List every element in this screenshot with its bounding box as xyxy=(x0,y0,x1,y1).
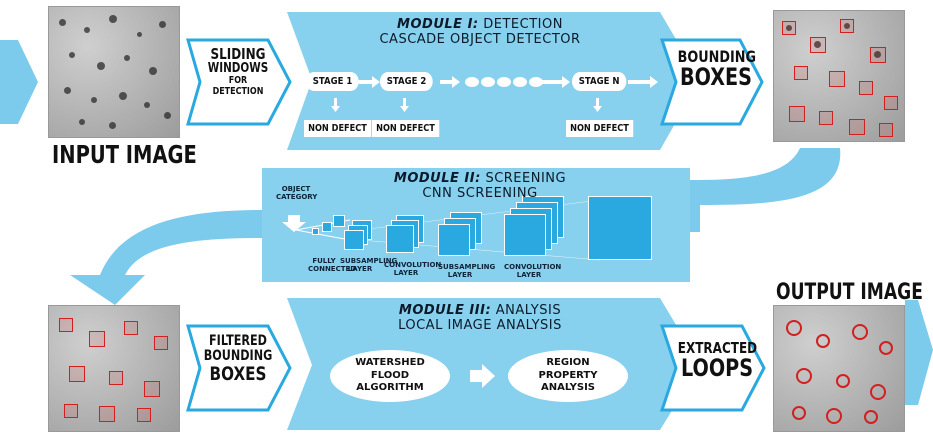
stage-arrow-1 xyxy=(358,76,380,88)
stage-arrow-4 xyxy=(628,76,658,88)
filtered-boxes-label: FILTERED BOUNDING BOXES xyxy=(194,333,282,386)
convolution-layer-2-label: CONVOLUTION LAYER xyxy=(504,263,562,279)
module3-title-bold: MODULE III: xyxy=(398,303,492,318)
non-defect-2: NON DEFECT xyxy=(372,120,439,137)
stage-2: STAGE 2 xyxy=(380,72,434,91)
sliding-line3: FOR DETECTION xyxy=(212,75,264,98)
bounding-line2: BOXES xyxy=(679,63,753,92)
cnn-conv1-c xyxy=(386,225,414,253)
curve-arrow-right xyxy=(640,148,841,232)
bounding-boxes-image xyxy=(773,10,905,142)
sliding-line1: SLIDING xyxy=(210,45,266,63)
convolution-layer-1-label: CONVOLUTION LAYER xyxy=(384,261,442,277)
filtered-line3: BOXES xyxy=(209,363,267,386)
fully-connected-label: FULLY CONNECTED xyxy=(308,257,357,273)
sliding-line2: WINDOWS xyxy=(207,61,269,77)
bounding-arrow xyxy=(659,38,764,126)
output-image-caption: OUTPUT IMAGE xyxy=(776,280,923,305)
module1-subtitle: CASCADE OBJECT DETECTOR xyxy=(379,31,581,47)
non-defect-1: NON DEFECT xyxy=(304,120,371,137)
extracted-line1: EXTRACTED xyxy=(677,339,758,357)
stage-1: STAGE 1 xyxy=(306,72,360,91)
extracted-line2: LOOPS xyxy=(680,354,754,383)
subsampling-layer-2-label: SUBSAMPLING LAYER xyxy=(438,263,496,279)
watershed-flood-algorithm: WATERSHED FLOOD ALGORITHM xyxy=(330,350,450,402)
module2-title: MODULE II: SCREENING CNN SCREENING xyxy=(330,171,630,202)
module2-title-bold: MODULE II: xyxy=(393,171,481,186)
curve-arrow-left xyxy=(70,210,262,305)
cnn-sub2-c xyxy=(438,224,470,256)
input-image-caption: INPUT IMAGE xyxy=(52,140,197,169)
stage-dots xyxy=(465,77,543,87)
module1-title: MODULE I: DETECTION CASCADE OBJECT DETEC… xyxy=(330,17,630,48)
cnn-fc-1 xyxy=(312,228,319,235)
filtered-line1: FILTERED xyxy=(209,333,267,349)
module2-title-rest: SCREENING xyxy=(480,171,567,186)
cnn-fc-3 xyxy=(333,215,345,227)
stage-n: STAGE N xyxy=(572,72,627,91)
watershed-label: WATERSHED FLOOD ALGORITHM xyxy=(355,357,425,394)
output-arrow xyxy=(905,300,933,405)
extracted-loops-label: EXTRACTED LOOPS xyxy=(668,340,766,382)
output-image xyxy=(773,305,905,432)
filtered-boxes-image xyxy=(48,305,180,432)
cnn-sub1-c xyxy=(344,230,364,250)
filtered-arrow xyxy=(186,324,292,412)
object-category-label: OBJECT CATEGORY xyxy=(276,185,318,201)
cnn-fc-2 xyxy=(322,222,332,232)
analysis-arrow xyxy=(470,364,495,388)
stage-arrow-3 xyxy=(540,76,570,88)
filtered-line2: BOUNDING xyxy=(203,348,273,365)
module3-title-rest: ANALYSIS xyxy=(491,303,562,318)
subsampling-layer-1-label: SUBSAMPLING LAYER xyxy=(340,257,398,273)
module2-subtitle: CNN SCREENING xyxy=(422,185,538,201)
region-property-label: REGION PROPERTY ANALYSIS xyxy=(538,357,598,394)
input-image xyxy=(48,6,180,138)
sliding-windows-label: SLIDING WINDOWS FOR DETECTION xyxy=(196,46,280,98)
stage-arrow-2 xyxy=(440,76,460,88)
non-defect-n: NON DEFECT xyxy=(566,120,633,137)
cnn-conv2-d xyxy=(504,214,546,256)
module1-title-bold: MODULE I: xyxy=(397,17,479,32)
sliding-arrow xyxy=(186,38,292,126)
module3-subtitle: LOCAL IMAGE ANALYSIS xyxy=(398,317,562,333)
cnn-input xyxy=(588,196,652,260)
down-arrows xyxy=(331,98,602,112)
module3-title: MODULE III: ANALYSIS LOCAL IMAGE ANALYSI… xyxy=(330,303,630,334)
extracted-arrow xyxy=(659,324,766,412)
input-arrow xyxy=(0,40,38,124)
region-property-analysis: REGION PROPERTY ANALYSIS xyxy=(508,350,628,402)
bounding-boxes-label: BOUNDING BOXES xyxy=(668,48,764,91)
bounding-line1: BOUNDING xyxy=(677,47,756,66)
module1-title-rest: DETECTION xyxy=(478,17,563,32)
